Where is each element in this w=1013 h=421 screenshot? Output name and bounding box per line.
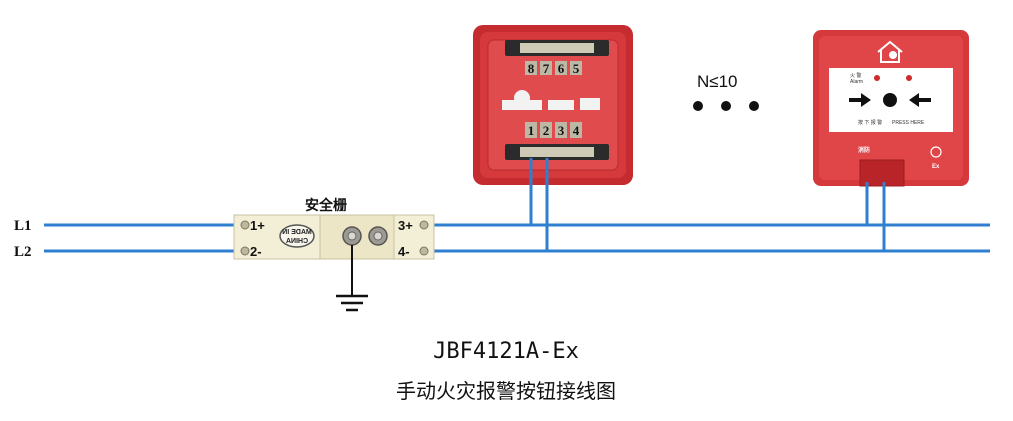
made-in-china-badge <box>279 224 315 248</box>
bus-wires <box>44 223 990 253</box>
house-fire-icon <box>877 40 903 63</box>
certification-mark <box>930 146 942 158</box>
alarm-press-dot <box>883 93 897 107</box>
manual-alarm-button: 火 警 Alarm 按 下 报 警 PRESS HERE 消防 Ex <box>813 30 969 187</box>
detector-base: 8 7 6 5 1 2 3 4 <box>473 25 633 185</box>
terminal-label-2: 2- <box>250 244 262 259</box>
safety-barrier: 安全栅 1+ 2- 3+ 4- MADE IN CHINA <box>233 197 435 260</box>
model-number: JBF4121A-Ex <box>433 339 579 364</box>
top-terminal-8: 8 <box>528 61 535 76</box>
terminal-screw-2 <box>240 246 250 256</box>
terminal-label-3: 3+ <box>398 218 413 233</box>
arrow-left-icon <box>909 93 931 107</box>
ground-stud-right-core <box>373 231 383 241</box>
press-cn-label: 按 下 报 警 <box>858 119 882 126</box>
barrier-label: 安全栅 <box>305 197 347 214</box>
device-count-label: N≤10 <box>697 72 738 91</box>
ellipsis-dots-icon <box>693 101 759 111</box>
terminal-screw-1 <box>240 220 250 230</box>
terminal-screw-3 <box>419 220 429 230</box>
arrow-right-icon <box>849 93 871 107</box>
bottom-terminal-2: 2 <box>543 123 550 138</box>
press-en-label: PRESS HERE <box>892 120 925 126</box>
base-drop-wires <box>529 158 549 251</box>
ground-symbol-icon <box>336 245 368 312</box>
terminal-label-4: 4- <box>398 244 410 259</box>
l1-label: L1 <box>14 218 32 234</box>
alarm-en-label: Alarm <box>850 79 863 85</box>
bottom-terminal-3: 3 <box>558 123 565 138</box>
terminal-screw-4 <box>419 246 429 256</box>
badge-line-2: CHINA <box>286 238 308 245</box>
alarm-cn-label: 火 警 <box>850 72 861 79</box>
bottom-terminal-1: 1 <box>528 123 535 138</box>
badge-line-1: MADE IN <box>282 229 312 236</box>
bottom-terminal-4: 4 <box>573 123 580 138</box>
brand-label: 消防 <box>858 146 870 154</box>
ex-mark-label: Ex <box>932 164 940 170</box>
terminal-label-1: 1+ <box>250 218 265 233</box>
top-terminal-5: 5 <box>573 61 580 76</box>
alarm-bottom-tab <box>859 159 905 187</box>
top-terminal-6: 6 <box>558 61 565 76</box>
alarm-drop-wires <box>865 182 886 251</box>
top-terminal-7: 7 <box>543 61 550 76</box>
ground-stud-left-core <box>347 231 357 241</box>
diagram-title: 手动火灾报警按钮接线图 <box>396 379 616 403</box>
l2-label: L2 <box>14 244 32 260</box>
